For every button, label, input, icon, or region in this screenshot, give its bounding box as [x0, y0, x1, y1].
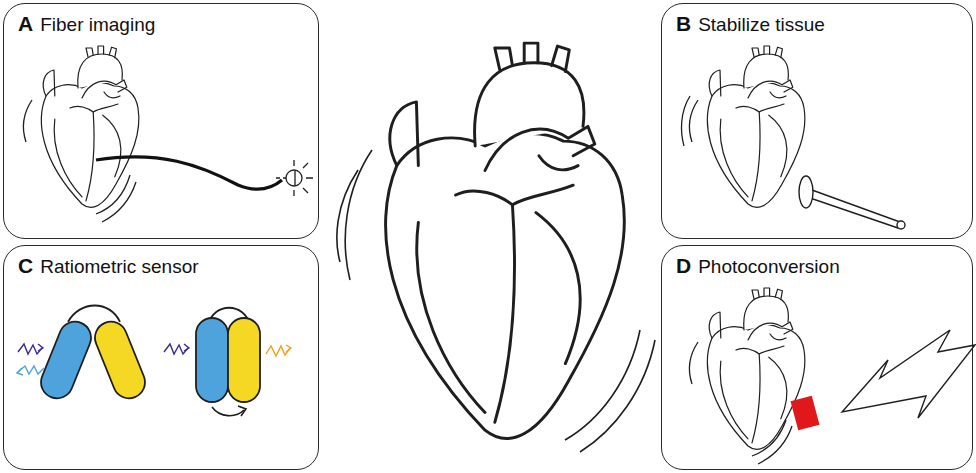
panel-letter: C [18, 254, 33, 277]
panel-letter: B [676, 12, 691, 35]
motion-lines [337, 150, 655, 452]
panel-title: Stabilize tissue [698, 14, 825, 35]
motion-lines [24, 100, 136, 222]
light-waves [17, 344, 291, 375]
photoconverted-region [790, 396, 819, 431]
light-bulb [276, 160, 313, 196]
panel-heading: A Fiber imaging [18, 12, 155, 36]
panel-heading: D Photoconversion [676, 254, 840, 278]
panel-box: A Fiber imaging [3, 3, 319, 239]
optical-fiber [96, 157, 282, 189]
panel-box: D Photoconversion [661, 245, 973, 470]
light-bolt [842, 330, 975, 418]
heart-illustration [41, 46, 138, 207]
panel-title: Photoconversion [698, 256, 840, 277]
motion-lines [690, 342, 792, 464]
panel-box: C Ratiometric sensor [3, 245, 319, 470]
heart-illustration [707, 46, 804, 207]
panel-title: Fiber imaging [40, 14, 155, 35]
tissue-stabilizer [799, 176, 905, 229]
ratiometric-sensor-open [36, 306, 150, 404]
ratiometric-sensor-closed [196, 308, 260, 416]
panel-box: B Stabilize tissue [661, 3, 973, 239]
heart-illustration [386, 43, 625, 438]
panel-heading: C Ratiometric sensor [18, 254, 199, 278]
motion-lines [682, 96, 698, 146]
panel-letter: A [18, 12, 33, 35]
panel-letter: D [676, 254, 691, 277]
panel-title: Ratiometric sensor [40, 256, 198, 277]
panel-heading: B Stabilize tissue [676, 12, 825, 36]
heart-illustration [707, 288, 804, 449]
